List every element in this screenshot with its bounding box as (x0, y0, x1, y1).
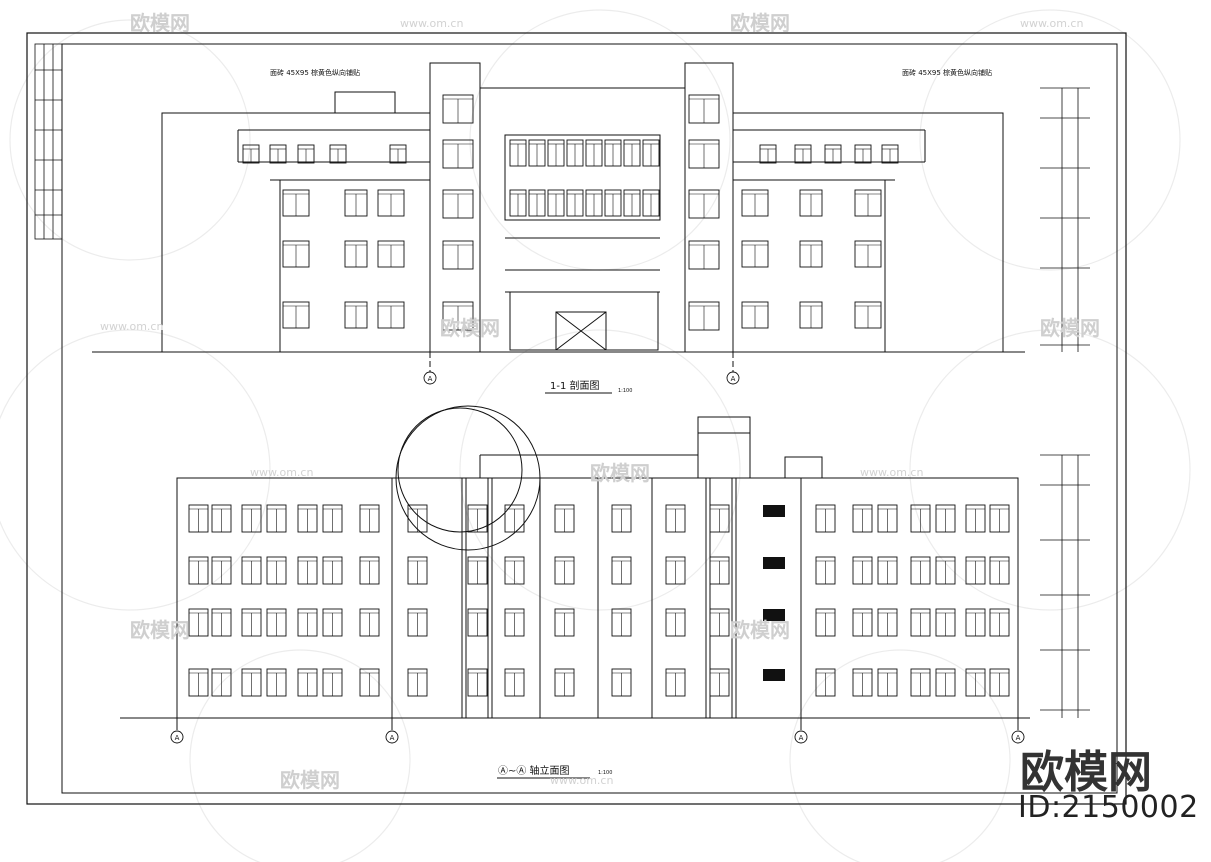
axis-label: A (1016, 734, 1021, 742)
upper-right-note: 面砖 45X95 棕黄色纵向铺贴 (902, 68, 992, 77)
inner-frame (61, 43, 1118, 794)
lower-windows (188, 504, 1010, 697)
upper-left-note: 面砖 45X95 棕黄色纵向铺贴 (270, 68, 360, 77)
lower-elevation-view (120, 405, 1030, 779)
lower-dimension-column (1040, 454, 1090, 718)
watermark-brand: 欧模网 (280, 768, 340, 792)
axis-marker (794, 730, 808, 744)
axis-label: A (731, 375, 736, 383)
watermark-site: www.om.cn (550, 774, 613, 787)
axis-marker (385, 730, 399, 744)
axis-markers (170, 371, 1025, 744)
axis-marker (1011, 730, 1025, 744)
upper-view-scale: 1:100 (618, 388, 632, 394)
upper-windows (242, 94, 899, 331)
axis-marker (170, 730, 184, 744)
upper-dimension-column (1040, 87, 1090, 352)
axis-marker (726, 371, 740, 385)
upper-view-title: 1-1 剖面图 (550, 379, 600, 392)
watermark-site: www.om.cn (1020, 17, 1083, 30)
axis-marker (423, 371, 437, 385)
watermark-brand: 欧模网 (590, 461, 650, 485)
title-strip (34, 43, 63, 240)
watermark-brand: 欧模网 (1040, 316, 1100, 340)
watermark-site: www.om.cn (250, 466, 313, 479)
axis-label: A (428, 375, 433, 383)
axis-label: A (799, 734, 804, 742)
watermark-brand: 欧模网 (130, 11, 190, 35)
lower-view-scale: 1:100 (598, 770, 612, 776)
watermark-site: www.om.cn (400, 17, 463, 30)
louver-slots (763, 505, 785, 681)
lower-view-title: Ⓐ~Ⓐ 轴立面图 (498, 764, 570, 777)
brand-watermark: 欧模网 (1020, 747, 1152, 798)
watermark-brand: 欧模网 (440, 316, 500, 340)
axis-label: A (175, 734, 180, 742)
watermark-site: www.om.cn (860, 466, 923, 479)
watermark-arcs (0, 9, 1191, 862)
watermark-brand: 欧模网 (730, 11, 790, 35)
upper-section-view (92, 62, 1025, 394)
watermark-site: www.om.cn (100, 320, 163, 333)
watermark-brand: 欧模网 (130, 618, 190, 642)
id-watermark: ID:2150002 (1018, 790, 1199, 825)
watermark-brand: 欧模网 (730, 618, 790, 642)
outer-frame (26, 32, 1127, 805)
axis-label: A (390, 734, 395, 742)
